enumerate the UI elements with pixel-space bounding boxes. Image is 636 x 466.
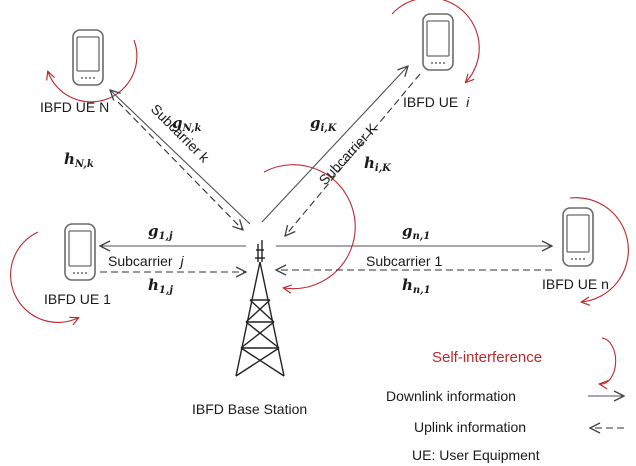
legend-uplink-label: Uplink information	[414, 419, 526, 435]
legend: Self-interference Downlink information U…	[386, 337, 624, 463]
ue-i-self-interference-arc	[391, 0, 480, 82]
symbol-g-Nk: gN,k	[172, 114, 201, 134]
label-ue-1: IBFD UE 1	[44, 291, 111, 307]
label-ue-n: IBFD UE n	[542, 276, 609, 292]
label-ue-i: IBFD UE i	[403, 94, 470, 110]
symbol-g-n1: gn,1	[402, 222, 430, 242]
legend-downlink-label: Downlink information	[386, 388, 516, 404]
uplink-from-ue-i	[285, 73, 421, 236]
label-subcarrier-1: Subcarrier 1	[366, 253, 442, 269]
downlink-to-ue-N	[110, 90, 251, 225]
ue-1-self-interference-arc	[10, 231, 78, 322]
label-subcarrier-j-prefix: Subcarrier	[108, 253, 173, 269]
label-subcarrier-j: Subcarrier j	[108, 253, 184, 269]
label-ue-i-prefix: IBFD UE	[403, 94, 458, 110]
legend-self-interference-icon	[600, 337, 617, 384]
label-subcarrier-k-left: Subcarrier k	[148, 101, 213, 166]
symbol-h-1j: h1,j	[148, 276, 173, 296]
phone-icon-ue-1	[64, 223, 96, 281]
ue-n-self-interference-arc	[569, 197, 629, 302]
label-subcarrier-j-index: j	[178, 253, 184, 269]
symbol-h-n1: hn,1	[402, 276, 431, 296]
ue-N-self-interference-arc	[48, 39, 138, 103]
label-ue-i-index: i	[466, 94, 470, 110]
label-base-station: IBFD Base Station	[192, 401, 307, 417]
symbol-g-iK: gi,K	[310, 114, 338, 134]
bs-self-interference-arc	[263, 164, 356, 289]
symbol-g-1j: g1,j	[148, 222, 173, 242]
downlink-to-ue-i	[261, 66, 408, 223]
legend-ue-definition: UE: User Equipment	[412, 447, 540, 463]
symbol-h-iK: hi,K	[364, 154, 392, 174]
uplink-from-ue-N	[117, 101, 243, 230]
phone-icon-ue-n	[562, 207, 594, 267]
phone-icon-ue-i	[422, 13, 454, 71]
base-station-tower-icon	[235, 240, 285, 377]
symbol-h-Nk: hN,k	[64, 150, 94, 170]
legend-self-interference-label: Self-interference	[432, 349, 542, 366]
phone-icon-ue-N	[72, 29, 104, 86]
label-ue-N: IBFD UE N	[40, 99, 109, 115]
